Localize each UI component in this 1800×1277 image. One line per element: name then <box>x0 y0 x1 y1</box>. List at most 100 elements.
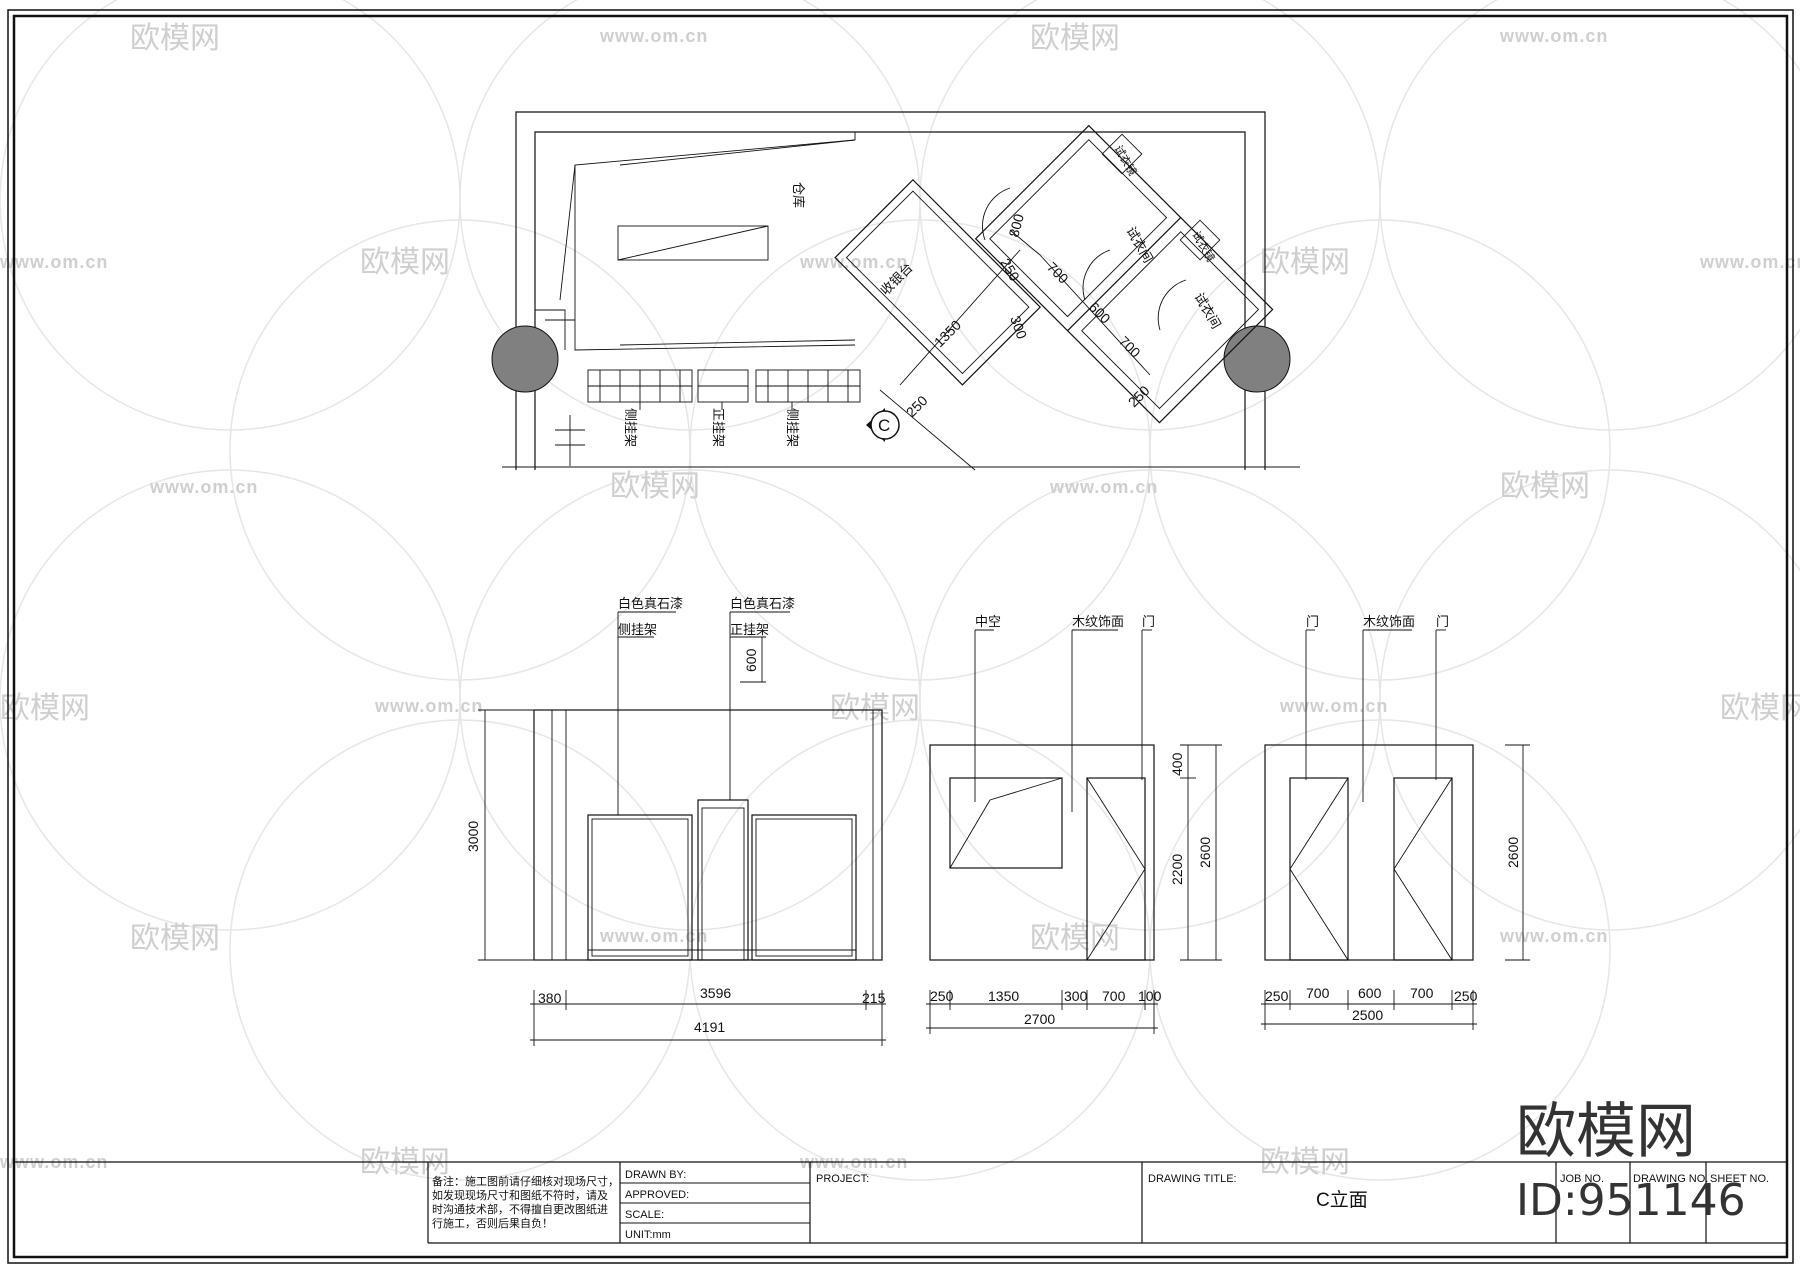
svg-text:4191: 4191 <box>694 1019 725 1035</box>
fitting-rooms-block <box>974 124 1274 424</box>
svg-text:250: 250 <box>1454 988 1478 1004</box>
elev2-leader-3: 门 <box>1142 614 1155 629</box>
storage-wall-return <box>535 309 566 350</box>
watermark-url: www.om.cn <box>799 252 908 272</box>
svg-text:380: 380 <box>538 990 562 1006</box>
watermark-brand: 欧模网 <box>1030 21 1120 56</box>
svg-text:700: 700 <box>1102 988 1126 1004</box>
svg-text:700: 700 <box>1306 985 1330 1001</box>
watermark-brand: 欧模网 <box>130 921 220 956</box>
note-line-1: 备注：施工图前请仔细核对现场尺寸， <box>432 1174 619 1188</box>
svg-text:1350: 1350 <box>931 317 964 350</box>
elev3-door-right <box>1393 777 1453 961</box>
svg-text:800: 800 <box>1005 212 1027 239</box>
watermark-text: 欧模网 www.om.cn 欧模网 www.om.cn www.om.cn 欧模… <box>0 21 1800 1180</box>
rack-side-1 <box>587 369 693 403</box>
watermark-url: www.om.cn <box>1279 696 1388 716</box>
job-no-label: JOB NO. <box>1560 1173 1604 1185</box>
svg-text:250: 250 <box>1125 382 1153 410</box>
svg-text:250: 250 <box>1265 988 1289 1004</box>
fitting-room-1-label: 试衣间 <box>1123 224 1155 265</box>
brand-watermark: 欧模网 ID:951146 <box>1516 1097 1746 1226</box>
svg-text:100: 100 <box>1138 988 1162 1004</box>
svg-text:1350: 1350 <box>988 988 1019 1004</box>
mirror-1: 试衣镜 <box>1101 133 1143 178</box>
watermark-brand: 欧模网 <box>360 245 450 280</box>
elev3-leader-2: 木纹饰面 <box>1363 614 1415 629</box>
elev2-leader-1: 中空 <box>975 614 1001 629</box>
sheet-no-label: SHEET NO. <box>1710 1173 1769 1185</box>
svg-text:2200: 2200 <box>1169 854 1185 885</box>
elev1-leader-material-2: 白色真石漆 <box>730 596 795 611</box>
svg-text:250: 250 <box>930 988 954 1004</box>
elevation-2: 中空 木纹饰面 门 400 2200 2600 250 1350 300 700… <box>926 614 1222 1034</box>
watermark-url: www.om.cn <box>599 26 708 46</box>
door-swing-1 <box>982 187 1011 241</box>
elev3-leader-1: 门 <box>1306 614 1319 629</box>
elev2-leader-2: 木纹饰面 <box>1072 614 1124 629</box>
svg-text:600: 600 <box>743 648 759 672</box>
watermark-brand: 欧模网 <box>1260 245 1350 280</box>
watermark-brand: 欧模网 <box>1030 921 1120 956</box>
svg-text:3000: 3000 <box>465 821 481 852</box>
watermark-url: www.om.cn <box>599 926 708 946</box>
title-block: 备注：施工图前请仔细核对现场尺寸， 如发现现场尺寸和图纸不符时，请及 时沟通技术… <box>14 1161 1787 1244</box>
door-swing-3 <box>1157 279 1187 331</box>
watermark-brand: 欧模网 <box>130 21 220 56</box>
elev1-leader-material-1: 白色真石漆 <box>618 596 683 611</box>
storage-outline <box>535 131 856 351</box>
rack-side-2-label: 侧挂架 <box>785 408 800 447</box>
watermark-brand: 欧模网 <box>610 469 700 504</box>
svg-text:2600: 2600 <box>1197 837 1213 868</box>
elevation-1: 白色真石漆 侧挂架 白色真石漆 正挂架 600 3000 380 3596 21… <box>465 596 886 1046</box>
rack-front <box>697 369 749 403</box>
project-label: PROJECT: <box>816 1173 869 1185</box>
svg-text:2700: 2700 <box>1024 1011 1055 1027</box>
elevation-3: 门 木纹饰面 门 2600 250 700 600 700 250 2500 <box>1261 614 1530 1030</box>
elev1-frame <box>533 709 883 961</box>
elev3-door-left <box>1289 777 1349 961</box>
plan-outer-wall <box>515 111 1266 470</box>
watermark-url: www.om.cn <box>1499 926 1608 946</box>
svg-text:215: 215 <box>862 990 886 1006</box>
watermark-brand: 欧模网 <box>1500 469 1590 504</box>
drawn-by-label: DRAWN BY: <box>625 1169 686 1181</box>
plan-dim-line-a <box>899 249 1021 386</box>
watermark-pattern <box>0 0 1800 1181</box>
svg-text:C: C <box>878 416 890 435</box>
approved-label: APPROVED: <box>625 1189 689 1201</box>
plan-inner-wall <box>534 131 1246 470</box>
cashier-block <box>834 178 1042 386</box>
svg-text:300: 300 <box>1007 314 1030 342</box>
unit-label: UNIT:mm <box>625 1229 671 1241</box>
inner-border <box>12 14 1789 1259</box>
svg-text:600: 600 <box>1358 985 1382 1001</box>
note-line-4: 行施工，否则后果自负！ <box>432 1216 553 1230</box>
svg-text:700: 700 <box>1410 985 1434 1001</box>
svg-text:3596: 3596 <box>700 985 731 1001</box>
note-line-2: 如发现现场尺寸和图纸不符时，请及 <box>432 1188 608 1202</box>
watermark-url: www.om.cn <box>0 252 108 272</box>
elev1-rack-right <box>751 814 857 961</box>
plan-column-right <box>1223 325 1291 393</box>
rack-side-1-label: 侧挂架 <box>623 408 638 447</box>
watermark-url: www.om.cn <box>1699 252 1800 272</box>
elev3-frame <box>1264 744 1474 961</box>
watermark-url: www.om.cn <box>1499 26 1608 46</box>
svg-text:2600: 2600 <box>1505 837 1521 868</box>
storage-table <box>617 225 769 261</box>
mirror-2: 试衣镜 <box>1179 219 1221 264</box>
door-swing-2 <box>1082 249 1111 301</box>
elev1-leader-item-1: 侧挂架 <box>618 622 657 637</box>
drawing-no-label: DRAWING NO. <box>1633 1173 1708 1185</box>
watermark-brand: 欧模网 <box>830 691 920 726</box>
drawing-title: C立面 <box>1316 1189 1368 1211</box>
rack-front-label: 正挂架 <box>711 408 726 447</box>
outer-border <box>7 9 1794 1264</box>
watermark-url: www.om.cn <box>374 696 483 716</box>
entrance-post <box>555 415 585 466</box>
watermark-url: www.om.cn <box>149 477 258 497</box>
drawing-title-label: DRAWING TITLE: <box>1148 1173 1237 1185</box>
